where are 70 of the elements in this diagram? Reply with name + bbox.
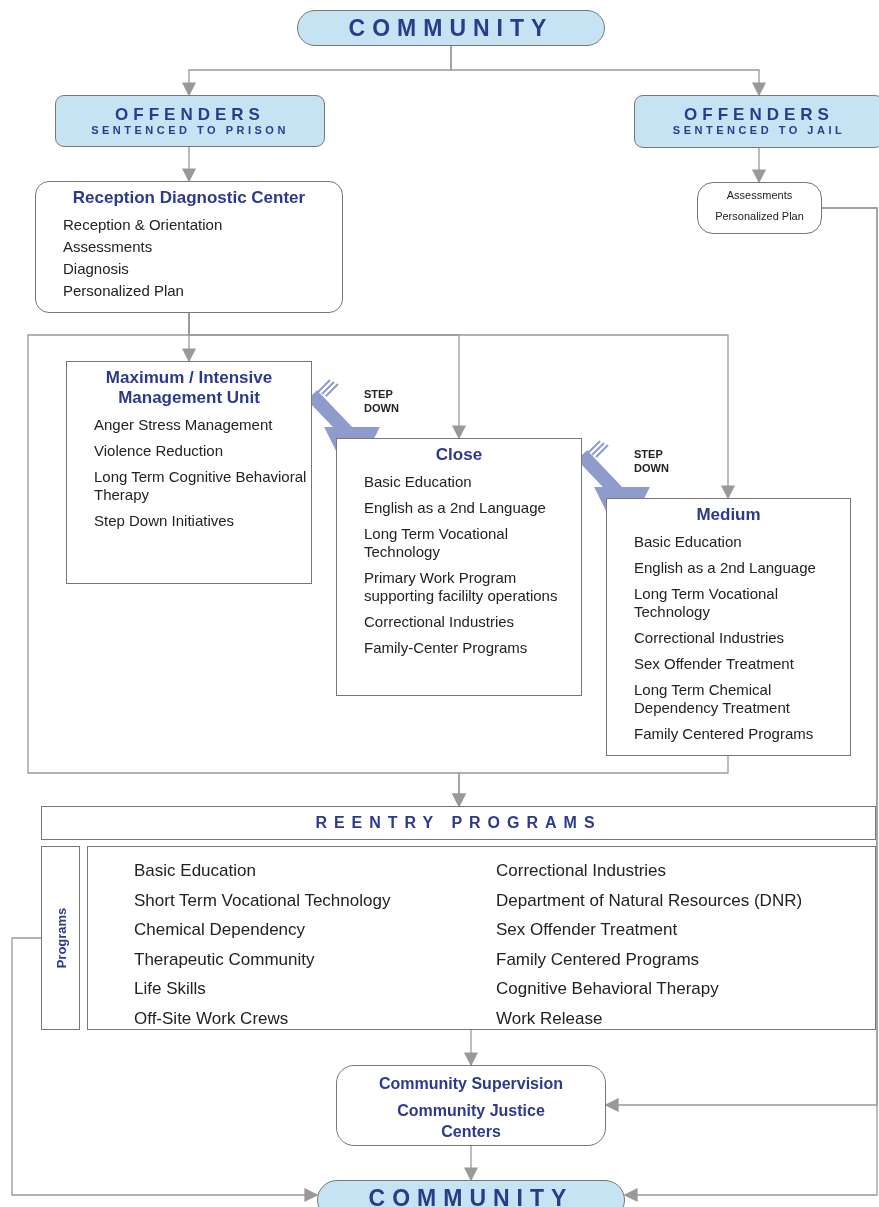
security-unit-box bbox=[336, 438, 582, 696]
supervision-box bbox=[336, 1065, 606, 1146]
reentry-header-bar bbox=[41, 806, 876, 840]
list-item: Family-Center Programs bbox=[364, 639, 529, 657]
connector-arrow bbox=[464, 1145, 478, 1182]
list-item: Short Term Vocational Technology bbox=[134, 889, 392, 911]
list-item: Long Term Chemical Dependency Treatment bbox=[634, 681, 791, 717]
list-item: Basic Education bbox=[364, 473, 473, 491]
list-item: Cognitive Behavioral Therapy bbox=[496, 978, 720, 1000]
heading: Reception Diagnostic Center bbox=[71, 188, 307, 208]
list-item: Sex Offender Treatment bbox=[634, 655, 795, 673]
connector-arrow bbox=[11, 937, 319, 1202]
list-item: English as a 2nd Language bbox=[364, 499, 547, 517]
list-item: Work Release bbox=[496, 1007, 604, 1029]
security-unit-box bbox=[66, 361, 312, 584]
list-item: Step Down Initiatives bbox=[94, 512, 236, 530]
heading: OFFENDERS bbox=[114, 105, 266, 124]
heading: Community Supervision bbox=[378, 1074, 564, 1094]
side-label: Programs bbox=[53, 907, 68, 969]
heading: Close bbox=[434, 445, 484, 465]
list-item: Long Term Vocational Technology bbox=[364, 525, 509, 561]
list-item: Violence Reduction bbox=[94, 442, 224, 460]
list-item: Correctional Industries bbox=[634, 629, 786, 647]
list-item: Long Term Cognitive Behavioral Therapy bbox=[94, 468, 307, 504]
connector-arrow bbox=[464, 1029, 478, 1067]
heading: COMMUNITY bbox=[367, 1184, 575, 1207]
list-item: Therapeutic Community bbox=[134, 948, 316, 970]
list-item: Reception & Orientation bbox=[63, 216, 224, 234]
programs-side-label-box bbox=[41, 846, 80, 1030]
list-item: Basic Education bbox=[634, 533, 743, 551]
list-item: Family Centered Programs bbox=[634, 725, 815, 743]
list-item: Personalized Plan bbox=[714, 210, 805, 223]
list-item: Personalized Plan bbox=[63, 282, 185, 300]
assessment-box bbox=[697, 182, 822, 234]
security-unit-box bbox=[606, 498, 851, 756]
list-item: Assessments bbox=[725, 189, 794, 202]
heading: REENTRY PROGRAMS bbox=[314, 813, 603, 833]
list-item: Primary Work Program supporting facililty operations bbox=[364, 569, 559, 605]
list-item: Anger Stress Management bbox=[94, 416, 274, 434]
list-item: Off-Site Work Crews bbox=[134, 1007, 290, 1029]
list-item: Life Skills bbox=[134, 978, 207, 1000]
offender-group-box bbox=[634, 95, 879, 148]
list-item: Correctional Industries bbox=[364, 613, 516, 631]
connector-arrow bbox=[452, 755, 729, 808]
edge-label: STEP DOWN bbox=[634, 447, 670, 475]
list-item: Correctional Industries bbox=[496, 860, 668, 882]
list-item: Family Centered Programs bbox=[496, 948, 701, 970]
list-item: Basic Education bbox=[134, 860, 257, 882]
subheading: SENTENCED TO PRISON bbox=[90, 124, 290, 137]
reception-center-box bbox=[35, 181, 343, 313]
subheading: SENTENCED TO JAIL bbox=[671, 124, 847, 137]
community-pill bbox=[297, 10, 605, 46]
connector-arrow bbox=[450, 45, 766, 97]
heading: OFFENDERS bbox=[683, 105, 835, 124]
connector-arrow bbox=[752, 147, 766, 184]
list-item: Sex Offender Treatment bbox=[496, 919, 679, 941]
programs-list-box bbox=[87, 846, 876, 1030]
list-item: Department of Natural Resources (DNR) bbox=[496, 889, 804, 911]
heading: Medium bbox=[695, 505, 762, 525]
edge-label: STEP DOWN bbox=[364, 387, 400, 415]
heading: Maximum / Intensive Management Unit bbox=[104, 368, 274, 408]
offender-group-box bbox=[55, 95, 325, 147]
list-item: Assessments bbox=[63, 238, 154, 256]
list-item: Chemical Dependency bbox=[134, 919, 307, 941]
list-item: Long Term Vocational Technology bbox=[634, 585, 779, 621]
connector-arrow bbox=[182, 146, 196, 183]
heading: COMMUNITY bbox=[347, 14, 555, 43]
list-item: English as a 2nd Language bbox=[634, 559, 817, 577]
heading: Community Justice Centers bbox=[396, 1101, 546, 1142]
list-item: Diagnosis bbox=[63, 260, 130, 278]
